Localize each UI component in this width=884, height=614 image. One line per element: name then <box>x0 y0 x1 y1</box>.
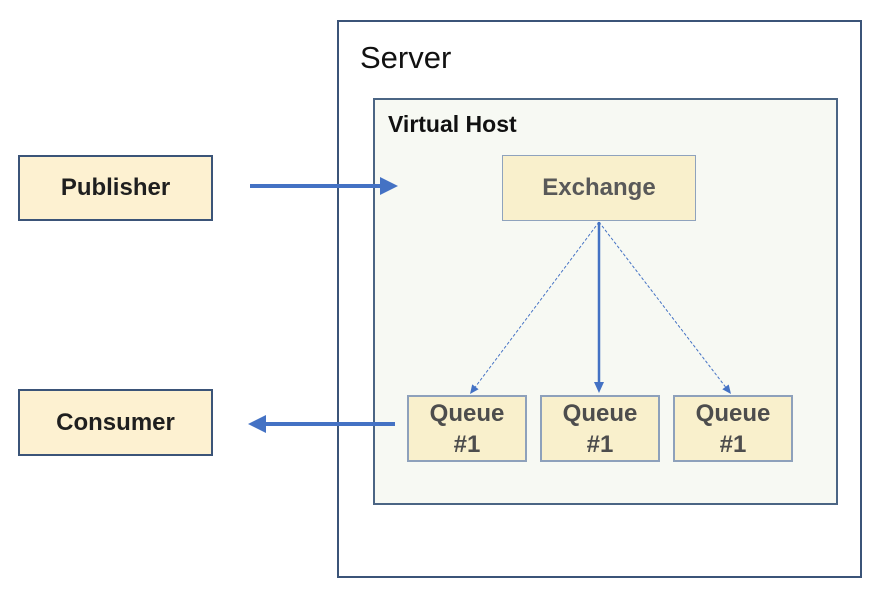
queue-label-line1: Queue <box>695 399 771 427</box>
queue-to-consumer-arrowhead <box>248 415 266 433</box>
queue-label-line2: #1 <box>719 430 747 458</box>
queue-box-3: Queue #1 <box>673 395 793 462</box>
queue-label-line1: Queue <box>562 399 638 427</box>
publisher-box: Publisher <box>18 155 213 221</box>
queue-label-line2: #1 <box>453 430 481 458</box>
virtual-host-label: Virtual Host <box>388 111 517 137</box>
consumer-box: Consumer <box>18 389 213 456</box>
queue-label-line2: #1 <box>586 430 614 458</box>
exchange-label: Exchange <box>542 174 656 201</box>
consumer-label: Consumer <box>56 408 175 436</box>
queue-box-1: Queue #1 <box>407 395 527 462</box>
publisher-label: Publisher <box>60 174 171 201</box>
queue-box-2: Queue #1 <box>540 395 660 462</box>
server-label: Server <box>360 40 452 75</box>
exchange-box: Exchange <box>502 155 696 221</box>
queue-label-line1: Queue <box>429 399 505 427</box>
